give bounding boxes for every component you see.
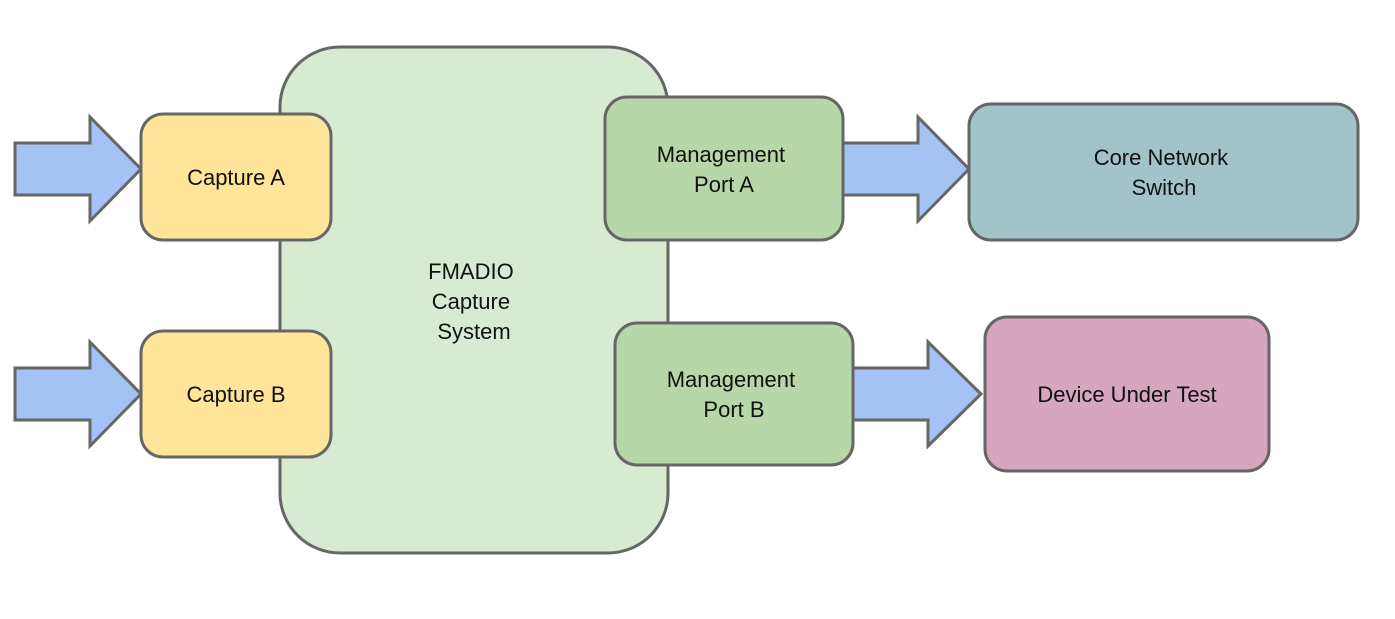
fmadio-system-box[interactable] bbox=[278, 45, 670, 555]
capture-b-label: Capture B bbox=[186, 382, 285, 407]
core-network-switch-box[interactable] bbox=[967, 102, 1360, 242]
label-line: FMADIO bbox=[428, 259, 514, 284]
management-port-a-label: Management Port A bbox=[657, 142, 792, 197]
capture-a-label: Capture A bbox=[187, 165, 285, 190]
management-port-b-box[interactable] bbox=[613, 321, 855, 467]
device-under-test-box[interactable] bbox=[983, 315, 1271, 473]
label-line: Switch bbox=[1132, 175, 1197, 200]
capture-b-box[interactable] bbox=[139, 329, 333, 459]
fmadio-system-label: FMADIO Capture System bbox=[428, 259, 520, 344]
label-line: Management bbox=[667, 367, 795, 392]
management-port-b-label: Management Port B bbox=[667, 367, 802, 422]
label-line: Core Network bbox=[1094, 145, 1229, 170]
label-line: Port B bbox=[703, 397, 764, 422]
output-arrow-b bbox=[851, 338, 984, 450]
core-network-switch-label: Core Network Switch bbox=[1094, 145, 1235, 200]
capture-a-box[interactable] bbox=[139, 112, 333, 242]
output-arrow-a bbox=[841, 113, 972, 225]
label-line: Management bbox=[657, 142, 785, 167]
device-under-test-label: Device Under Test bbox=[1037, 382, 1216, 407]
label-line: Capture bbox=[432, 289, 510, 314]
management-port-a-box[interactable] bbox=[603, 95, 845, 242]
input-arrow-b bbox=[13, 338, 144, 450]
label-line: Port A bbox=[694, 172, 754, 197]
input-arrow-a bbox=[13, 113, 144, 225]
label-line: System bbox=[437, 319, 510, 344]
